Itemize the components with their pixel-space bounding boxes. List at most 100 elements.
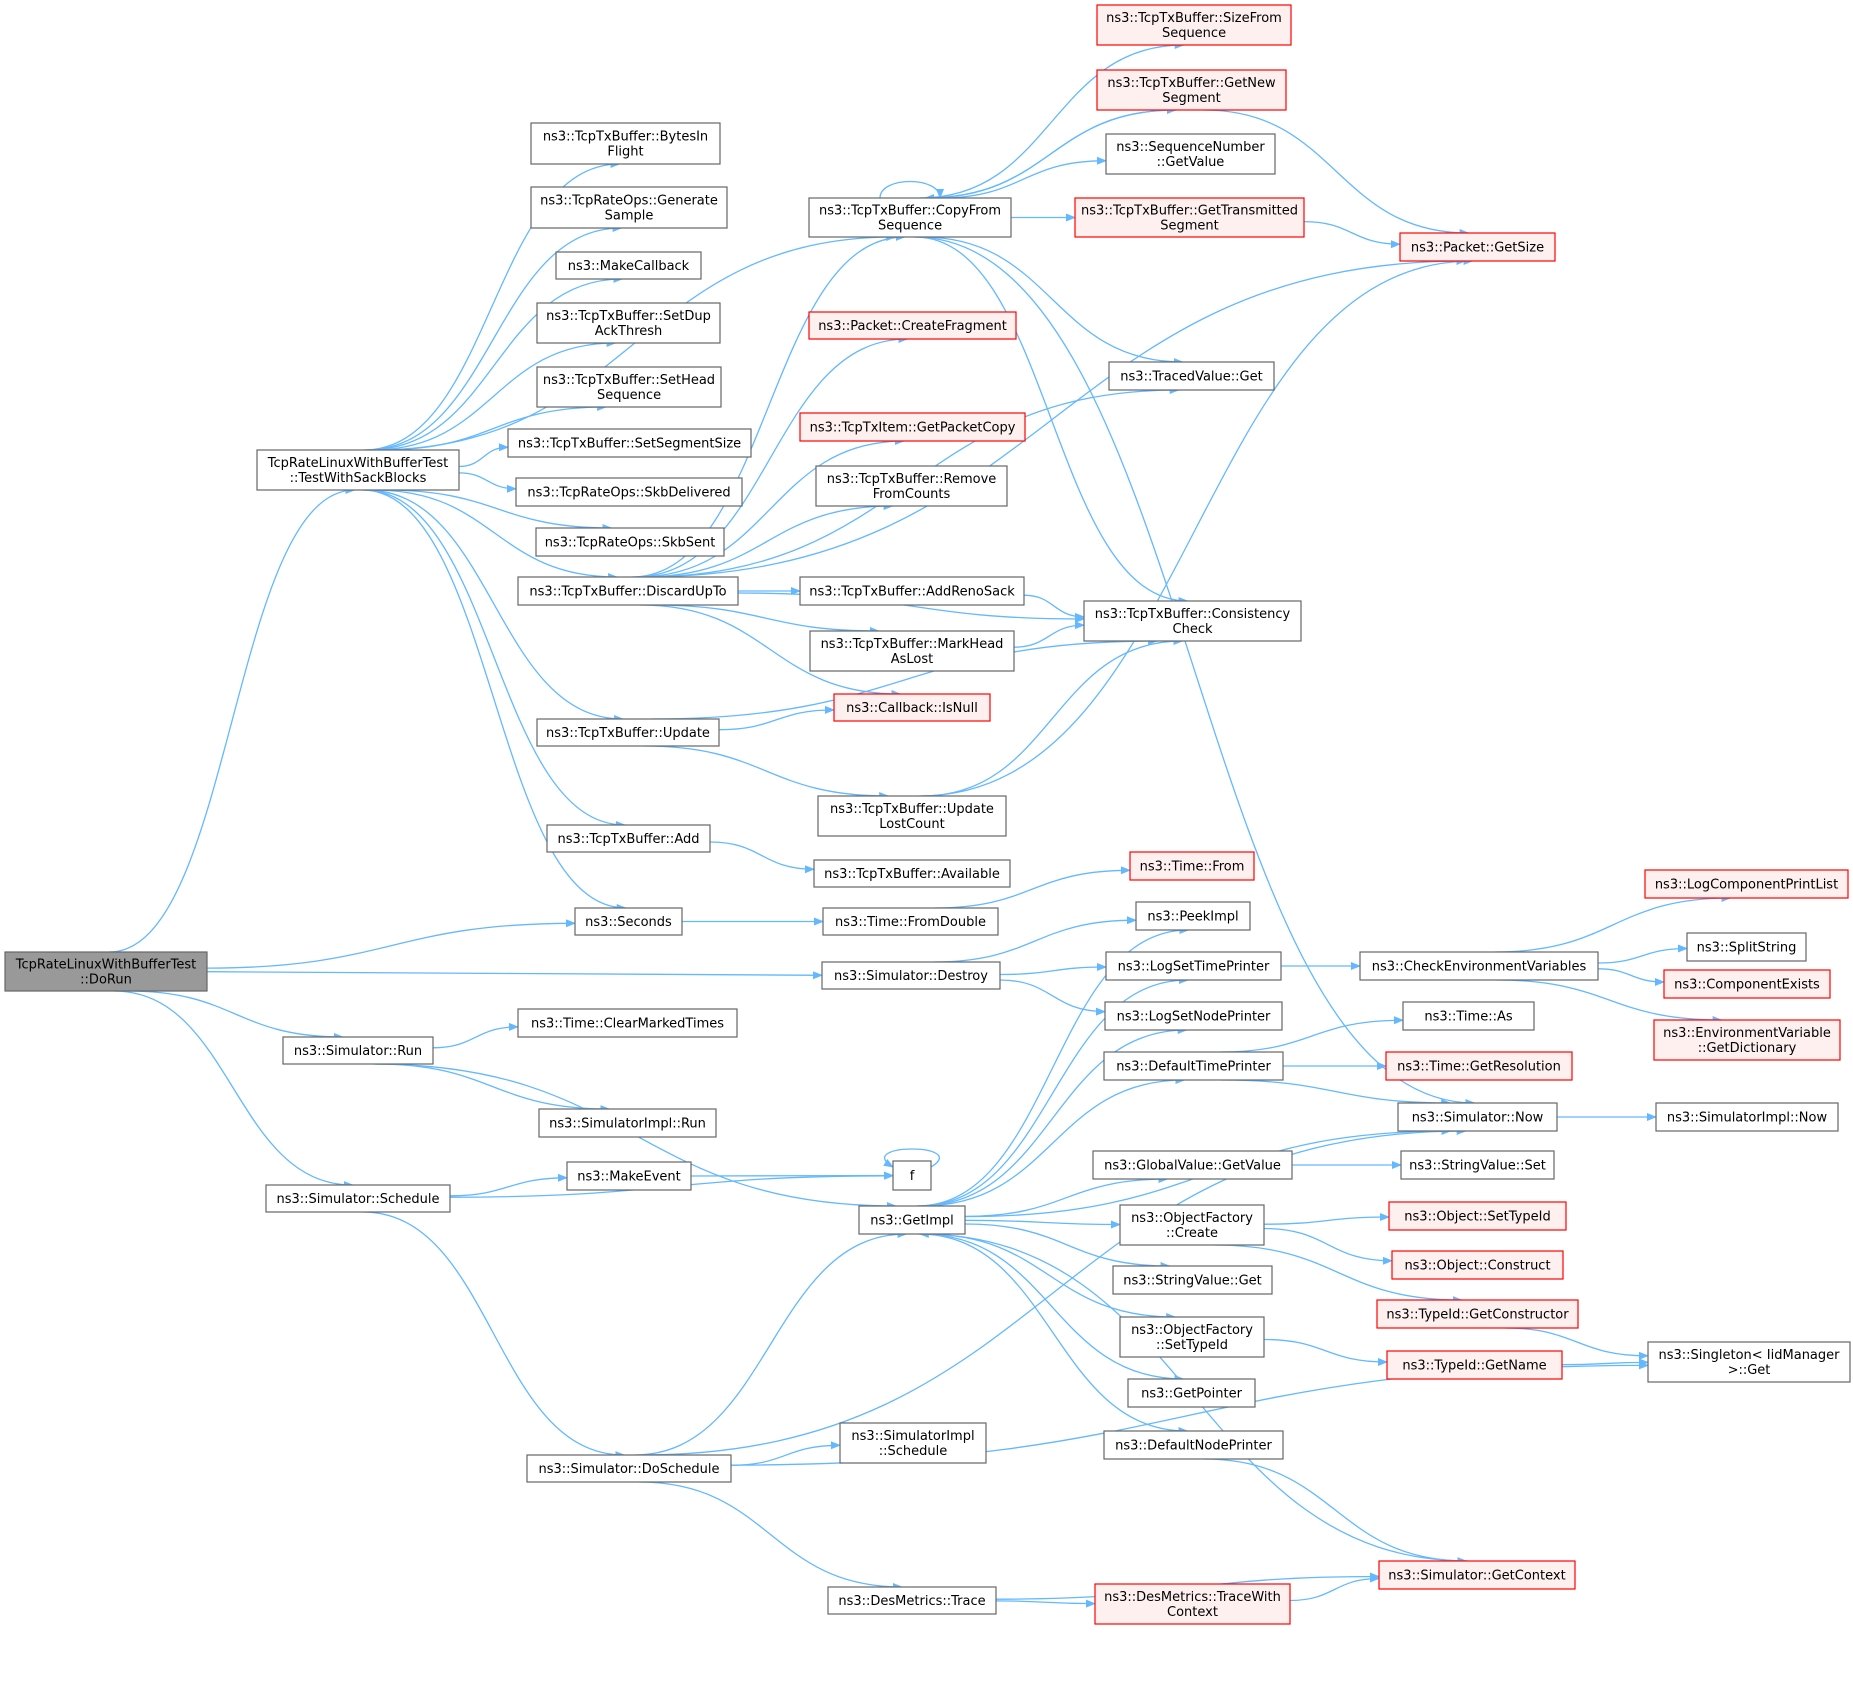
node-stringvalueget[interactable]: ns3::StringValue::Get xyxy=(1112,1265,1273,1295)
node-label: ns3::TcpRateOps::SkbSent xyxy=(545,536,716,551)
node-clearmarkedtimes[interactable]: ns3::Time::ClearMarkedTimes xyxy=(517,1008,738,1038)
node-box xyxy=(555,251,702,280)
node-addrenosack[interactable]: ns3::TcpTxBuffer::AddRenoSack xyxy=(799,576,1025,606)
node-typeidgetname[interactable]: ns3::TypeId::GetName xyxy=(1386,1350,1563,1380)
node-label: ns3::TcpTxBuffer::DiscardUpTo xyxy=(529,585,726,600)
node-simnow[interactable]: ns3::Simulator::Now xyxy=(1397,1102,1558,1132)
node-defaulttimeprinter[interactable]: ns3::DefaultTimePrinter xyxy=(1103,1051,1284,1081)
node-getresolution[interactable]: ns3::Time::GetResolution xyxy=(1385,1051,1573,1081)
node-globalvaluegetvalue[interactable]: ns3::GlobalValue::GetValue xyxy=(1092,1150,1293,1180)
node-objfactorysettypeid[interactable]: ns3::ObjectFactory::SetTypeId xyxy=(1119,1316,1265,1358)
node-defaultnodeprinter[interactable]: ns3::DefaultNodePrinter xyxy=(1103,1430,1284,1460)
node-stringvalueset[interactable]: ns3::StringValue::Set xyxy=(1400,1150,1555,1180)
node-seconds[interactable]: ns3::Seconds xyxy=(574,907,683,936)
node-skbsent[interactable]: ns3::TcpRateOps::SkbSent xyxy=(535,527,725,557)
node-fromdouble[interactable]: ns3::Time::FromDouble xyxy=(822,907,999,936)
node-discardupto[interactable]: ns3::TcpTxBuffer::DiscardUpTo xyxy=(517,576,739,606)
node-label: ns3::TcpTxBuffer::Available xyxy=(824,867,1000,882)
node-box xyxy=(282,1036,434,1065)
node-label: ns3::TcpTxBuffer::SetHead xyxy=(543,373,715,388)
node-label: Sample xyxy=(605,209,654,224)
node-logsettimeprinter[interactable]: ns3::LogSetTimePrinter xyxy=(1105,951,1282,981)
node-label: ::Create xyxy=(1166,1226,1218,1241)
node-splitstring[interactable]: ns3::SplitString xyxy=(1686,932,1807,962)
node-simimplschedule[interactable]: ns3::SimulatorImpl::Schedule xyxy=(839,1422,987,1464)
node-logsetnodeprinter[interactable]: ns3::LogSetNodePrinter xyxy=(1104,1001,1283,1031)
node-callbackisnull[interactable]: ns3::Callback::IsNull xyxy=(833,693,991,722)
node-box xyxy=(536,366,722,408)
node-seqgetvalue[interactable]: ns3::SequenceNumber::GetValue xyxy=(1105,133,1276,175)
edge-doschedule-to-getimpl xyxy=(634,1230,908,1456)
node-envvargetdict[interactable]: ns3::EnvironmentVariable::GetDictionary xyxy=(1653,1019,1841,1061)
node-box xyxy=(1647,1341,1851,1383)
node-getpointer[interactable]: ns3::GetPointer xyxy=(1127,1378,1256,1408)
node-objfactorycreate[interactable]: ns3::ObjectFactory::Create xyxy=(1119,1204,1265,1246)
node-objconstruct[interactable]: ns3::Object::Construct xyxy=(1391,1250,1564,1280)
node-getcontext[interactable]: ns3::Simulator::GetContext xyxy=(1378,1560,1576,1590)
node-destroy[interactable]: ns3::Simulator::Destroy xyxy=(821,961,1001,990)
node-label: ns3::GlobalValue::GetValue xyxy=(1104,1159,1281,1174)
node-update[interactable]: ns3::TcpTxBuffer::Update xyxy=(536,718,720,747)
node-desmetricstrace[interactable]: ns3::DesMetrics::Trace xyxy=(827,1586,997,1615)
edge-fromdouble-to-timefrom xyxy=(934,866,1131,909)
node-box xyxy=(1386,1350,1563,1380)
node-schedule[interactable]: ns3::Simulator::Schedule xyxy=(265,1184,451,1213)
node-testwithsack[interactable]: TcpRateLinuxWithBufferTest::TestWithSack… xyxy=(256,449,460,491)
node-componentexists[interactable]: ns3::ComponentExists xyxy=(1663,969,1831,999)
edge-defaultnodeprinter-to-getcontext xyxy=(1204,1458,1468,1565)
node-checkenvvars[interactable]: ns3::CheckEnvironmentVariables xyxy=(1359,951,1599,981)
node-label: Sequence xyxy=(597,388,661,403)
node-box xyxy=(808,197,1012,238)
node-label: TcpRateLinuxWithBufferTest xyxy=(15,958,197,973)
node-tracedvalueget[interactable]: ns3::TracedValue::Get xyxy=(1108,361,1275,391)
node-singletonget[interactable]: ns3::Singleton< IidManager >::Get xyxy=(1647,1341,1851,1383)
node-doschedule[interactable]: ns3::Simulator::DoSchedule xyxy=(526,1454,732,1483)
node-peekimpl[interactable]: ns3::PeekImpl xyxy=(1135,901,1251,931)
node-label: Segment xyxy=(1162,91,1221,106)
node-box xyxy=(1378,1560,1576,1590)
node-timefrom[interactable]: ns3::Time::From xyxy=(1129,851,1255,881)
node-packetgetsize[interactable]: ns3::Packet::GetSize xyxy=(1399,232,1556,262)
node-box xyxy=(1388,1201,1567,1231)
node-simrun[interactable]: ns3::Simulator::Run xyxy=(282,1036,434,1065)
node-add[interactable]: ns3::TcpTxBuffer::Add xyxy=(546,824,711,853)
node-simimplnow[interactable]: ns3::SimulatorImpl::Now xyxy=(1655,1102,1839,1132)
node-skbdelivered[interactable]: ns3::TcpRateOps::SkbDelivered xyxy=(515,477,743,507)
node-makeevent[interactable]: ns3::MakeEvent xyxy=(566,1161,692,1191)
node-makecallback[interactable]: ns3::MakeCallback xyxy=(555,251,702,280)
node-available[interactable]: ns3::TcpTxBuffer::Available xyxy=(813,859,1011,888)
node-box xyxy=(821,961,1001,990)
node-dorun[interactable]: TcpRateLinuxWithBufferTest::DoRun xyxy=(4,951,208,992)
node-box xyxy=(1359,951,1599,981)
node-timeas[interactable]: ns3::Time::As xyxy=(1402,1001,1535,1031)
node-createfragment[interactable]: ns3::Packet::CreateFragment xyxy=(808,311,1017,340)
node-box xyxy=(1653,1019,1841,1061)
node-f[interactable]: f xyxy=(892,1160,932,1191)
node-logcompprintlist[interactable]: ns3::LogComponentPrintList xyxy=(1644,869,1849,899)
node-typeidgetconstructor[interactable]: ns3::TypeId::GetConstructor xyxy=(1376,1299,1579,1329)
node-objsettypeid[interactable]: ns3::Object::SetTypeId xyxy=(1388,1201,1567,1231)
node-getpacketcopy[interactable]: ns3::TcpTxItem::GetPacketCopy xyxy=(799,412,1026,442)
node-label: ns3::GetImpl xyxy=(870,1214,954,1229)
node-setsegsize[interactable]: ns3::TcpTxBuffer::SetSegmentSize xyxy=(507,428,752,458)
edge-copyfromseq-to-simnow xyxy=(914,236,1476,1107)
node-label: ::GetValue xyxy=(1157,155,1225,170)
node-getimpl[interactable]: ns3::GetImpl xyxy=(858,1205,966,1235)
node-simimplrun[interactable]: ns3::SimulatorImpl::Run xyxy=(538,1108,717,1138)
edge-getnewseg-to-copyfromseq xyxy=(924,109,1177,202)
node-box xyxy=(530,186,728,229)
edge-typeidgetconstructor-to-singletonget xyxy=(1505,1327,1649,1360)
